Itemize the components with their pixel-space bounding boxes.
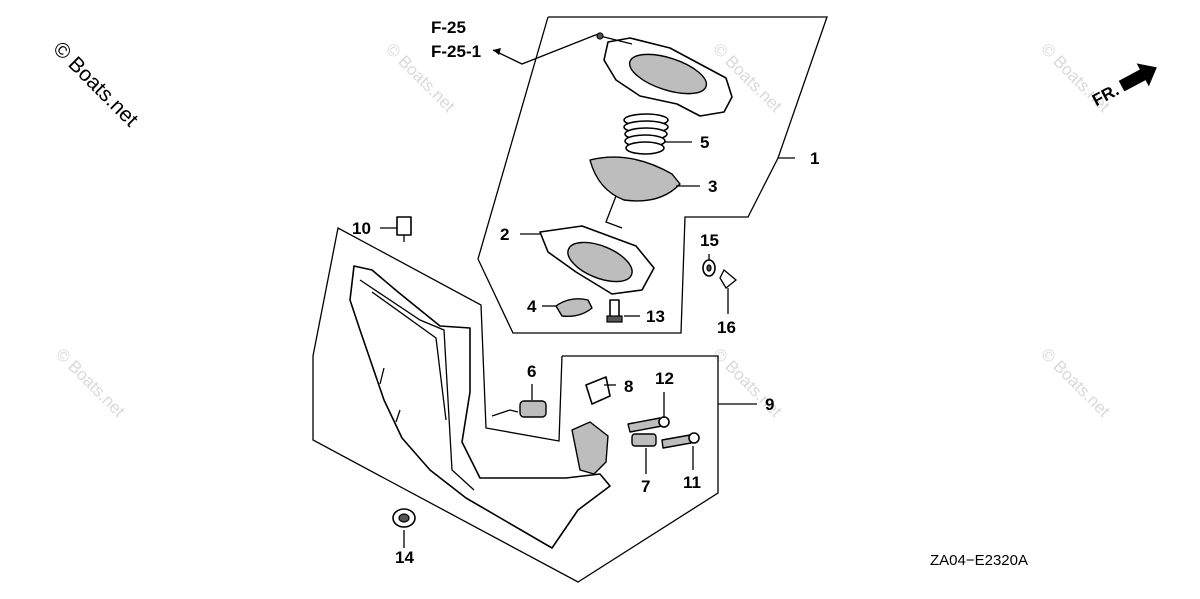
screw-13-part[interactable] [606, 299, 623, 323]
gasket-part[interactable] [539, 225, 655, 295]
callout-8[interactable]: 8 [624, 377, 633, 396]
callout-7[interactable]: 7 [641, 477, 650, 496]
callout-2[interactable]: 2 [500, 225, 509, 244]
front-arrow-icon [1118, 63, 1157, 92]
washer-part[interactable] [702, 259, 716, 277]
reference-f25-1[interactable]: F-25-1 [431, 42, 481, 61]
faint-watermark: © Boats.net [52, 344, 129, 421]
boats-net-watermark: © Boats.net [48, 37, 142, 131]
callout-6[interactable]: 6 [527, 362, 536, 381]
assembly-9-outline [312, 227, 719, 583]
callout-5[interactable]: 5 [700, 133, 709, 152]
leader-lines [380, 141, 795, 548]
spring-part[interactable] [623, 113, 669, 155]
spring-6-part[interactable] [491, 400, 547, 418]
callout-16[interactable]: 16 [717, 318, 736, 337]
nut-10-part[interactable] [396, 216, 412, 242]
faint-watermark: © Boats.net [1037, 344, 1114, 421]
cap-part[interactable] [555, 298, 593, 318]
callout-4[interactable]: 4 [527, 297, 537, 316]
callout-9[interactable]: 9 [765, 395, 774, 414]
assembly-1-outline [477, 16, 828, 334]
callout-10[interactable]: 10 [352, 219, 371, 238]
cover-part[interactable] [596, 32, 733, 117]
callout-15[interactable]: 15 [700, 231, 719, 250]
diaphragm-part[interactable] [589, 156, 681, 229]
callout-14[interactable]: 14 [395, 548, 414, 567]
bolt-12-part[interactable] [627, 416, 670, 433]
reference-f25[interactable]: F-25 [431, 18, 466, 37]
callout-3[interactable]: 3 [708, 177, 717, 196]
callout-12[interactable]: 12 [655, 369, 674, 388]
diagram-code: ZA04−E2320A [930, 552, 1028, 569]
bolt-11-part[interactable] [661, 432, 700, 449]
plate-8-part[interactable] [585, 376, 611, 405]
callout-13[interactable]: 13 [646, 307, 665, 326]
clip-part[interactable] [719, 268, 738, 289]
callouts: 1 2 3 4 5 6 7 8 9 10 11 12 13 14 15 16 [352, 133, 819, 567]
callout-11[interactable]: 11 [683, 473, 701, 492]
front-direction-arrow: FR. [1089, 63, 1157, 110]
callout-1[interactable]: 1 [810, 149, 819, 168]
spring-7-part[interactable] [631, 433, 657, 447]
bracket-part[interactable] [349, 265, 611, 549]
reference-leader [492, 33, 599, 65]
grommet-14-part[interactable] [392, 508, 416, 528]
reference-arrowhead [493, 48, 501, 55]
